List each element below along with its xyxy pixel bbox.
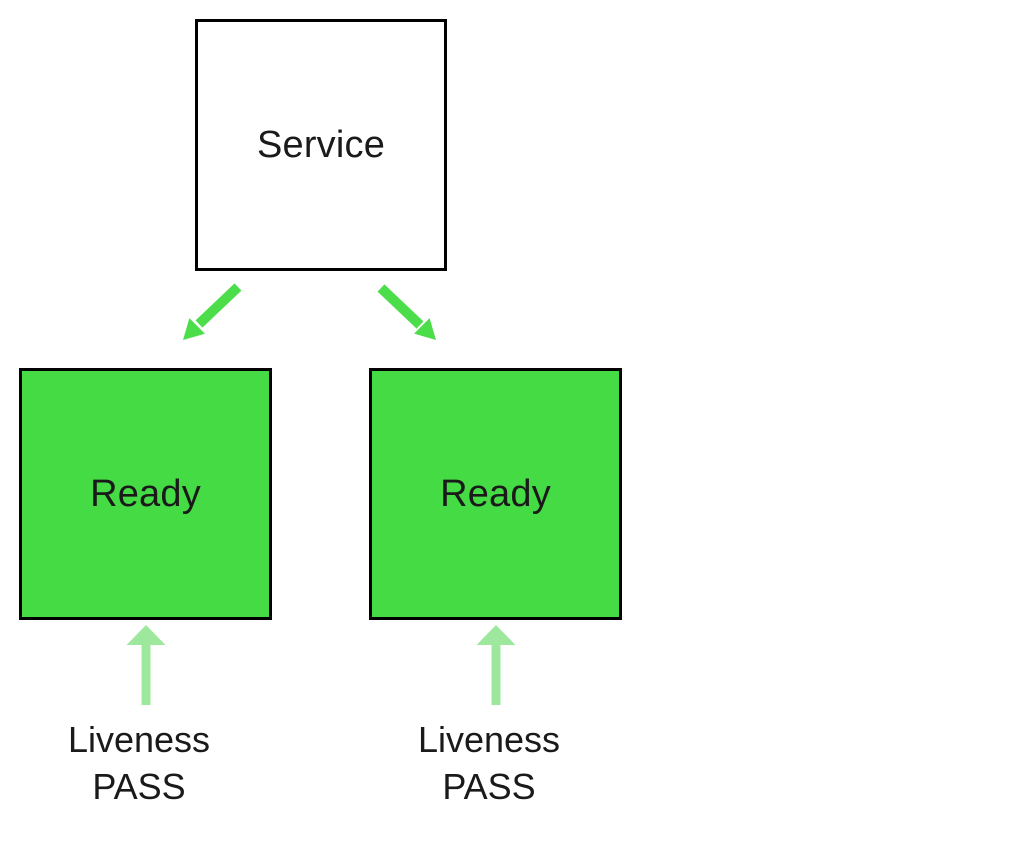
- pod-node-left: Ready: [19, 368, 272, 620]
- service-node: Service: [195, 19, 447, 271]
- liveness-status-left: Liveness PASS: [20, 716, 258, 810]
- liveness-probe-result: PASS: [442, 766, 536, 807]
- pod-node-right: Ready: [369, 368, 622, 620]
- pod-status-label: Ready: [440, 472, 551, 515]
- liveness-probe-result: PASS: [92, 766, 186, 807]
- liveness-probe-name: Liveness: [417, 719, 561, 760]
- arrow-down-left-icon: [183, 283, 242, 340]
- arrow-down-right-icon: [377, 284, 436, 340]
- liveness-arrow-up-left-icon: [126, 625, 166, 705]
- liveness-arrow-up-right-icon: [476, 625, 516, 705]
- liveness-probe-name: Liveness: [67, 719, 211, 760]
- pod-status-label: Ready: [90, 472, 201, 515]
- service-label: Service: [256, 123, 386, 166]
- liveness-status-right: Liveness PASS: [370, 716, 608, 810]
